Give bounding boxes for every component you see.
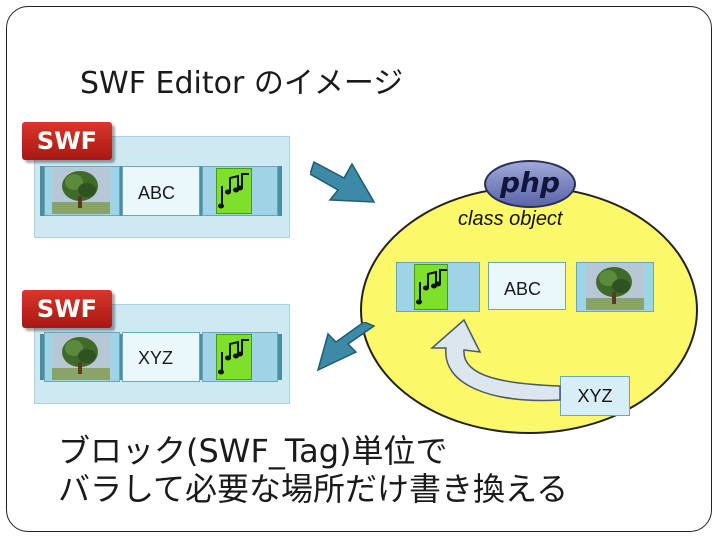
body-text-line-1: ブロック(SWF_Tag)単位で xyxy=(58,432,448,470)
bottom-text-block: XYZ xyxy=(138,348,174,368)
php-text-block: ABC xyxy=(504,279,542,299)
class-object-label: class object xyxy=(458,208,563,230)
php-text-tile xyxy=(488,262,566,310)
top-text-block: ABC xyxy=(138,183,176,203)
tree-image-icon-php xyxy=(586,264,644,310)
arrow-to-bottom-swf-icon xyxy=(316,322,376,372)
top-swf-badge: SWF xyxy=(22,122,112,160)
replacement-text-block: XYZ xyxy=(577,386,613,406)
bottom-text-tile xyxy=(122,332,200,382)
slide-title: SWF Editor のイメージ xyxy=(80,66,404,101)
top-text-tile xyxy=(122,166,200,216)
music-note-icon xyxy=(218,173,249,209)
body-text-line-2: バラして必要な場所だけ書き換える xyxy=(58,470,569,508)
music-note-icon-bottom xyxy=(218,339,249,375)
replace-curved-arrow-icon xyxy=(430,318,561,402)
tree-image-icon xyxy=(52,168,110,214)
arrow-to-php-icon xyxy=(310,160,376,203)
php-logo: php xyxy=(484,160,576,208)
music-note-icon-php xyxy=(416,269,447,305)
bottom-swf-badge: SWF xyxy=(22,290,112,328)
slide-frame xyxy=(6,6,712,532)
tree-image-icon-bottom xyxy=(52,334,110,380)
